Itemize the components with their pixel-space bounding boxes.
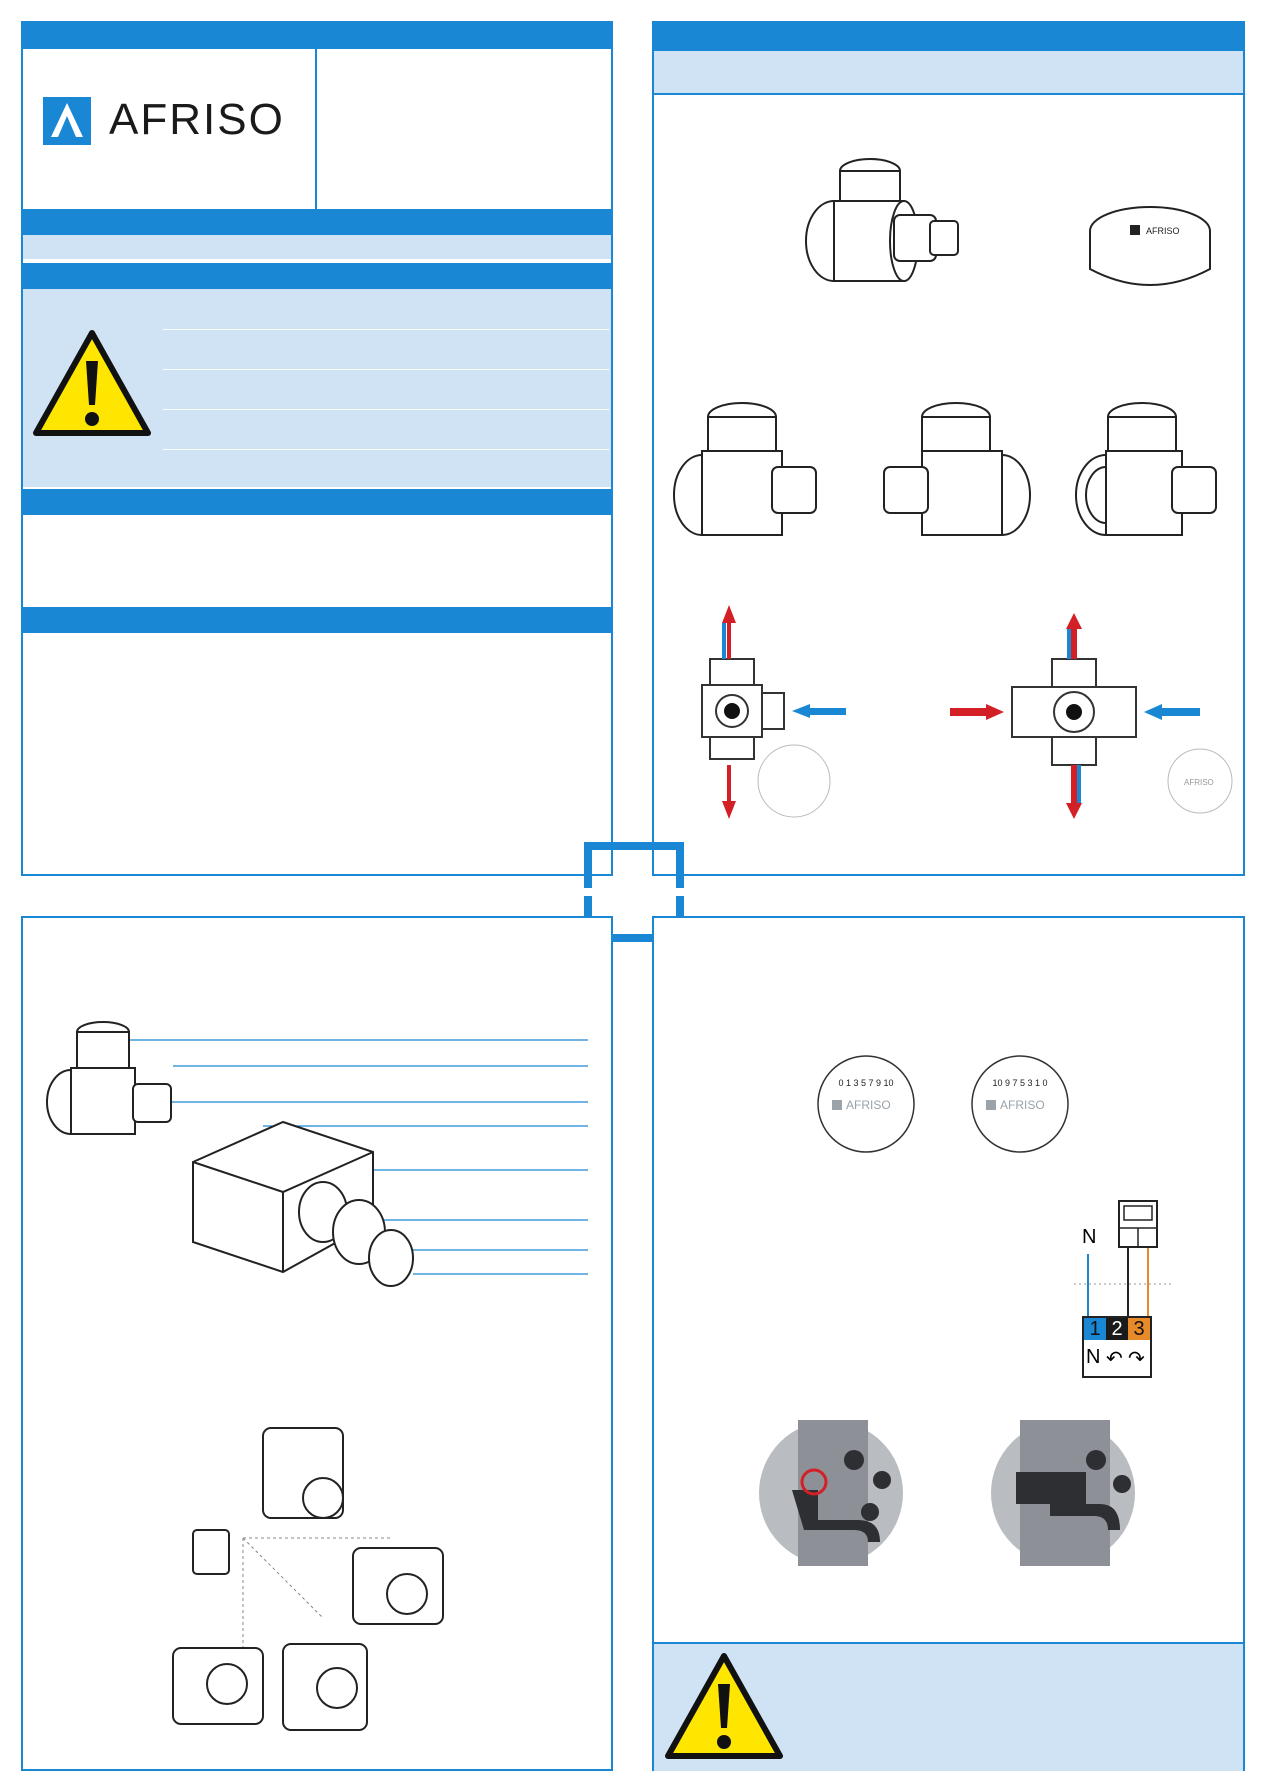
mini-dial-brand: AFRISO <box>1184 778 1214 787</box>
detail-photo-1 <box>759 1420 903 1566</box>
scale-dial-left-scale: 0 1 3 5 7 9 10 <box>838 1078 893 1088</box>
exploded-view <box>46 1021 588 1287</box>
warning-block <box>23 289 611 487</box>
subheader-light <box>654 51 1243 95</box>
header-bar <box>654 23 1243 51</box>
detail-photo-2 <box>991 1420 1135 1566</box>
terminal-3: 3 <box>1128 1318 1150 1340</box>
warning-rule-3 <box>163 409 609 410</box>
panel-bottom-right: 0 1 3 5 7 9 10 AFRISO 10 9 7 5 3 1 0 AFR… <box>652 916 1245 1771</box>
section-light-1 <box>23 235 611 259</box>
panel-top-left: AFRISO <box>21 21 613 876</box>
section-bar-3 <box>23 489 611 515</box>
warning-triangle-icon <box>33 330 151 436</box>
afriso-logo-icon <box>43 97 91 145</box>
svg-text:AFRISO: AFRISO <box>1146 226 1180 236</box>
arrow-blue-icon <box>792 704 846 718</box>
flow-diagram-3way <box>701 605 846 819</box>
center-marker <box>584 842 684 942</box>
brand-name: AFRISO <box>109 95 285 144</box>
header-bar <box>23 23 611 49</box>
controller-icon <box>1118 1200 1158 1248</box>
terminal-n-label: N <box>1086 1346 1101 1368</box>
warning-rule-1 <box>163 329 609 330</box>
scale-dial-right-scale: 10 9 7 5 3 1 0 <box>992 1078 1047 1088</box>
valve-illustration: AFRISO <box>805 158 1211 286</box>
warning-rule-4 <box>163 449 609 450</box>
terminal-1: 1 <box>1084 1318 1106 1340</box>
valve-variant-2 <box>883 402 1031 536</box>
terminal-ccw-label: ↶ <box>1106 1348 1123 1370</box>
actuator-orientations <box>172 1427 444 1731</box>
scale-dial-left-brand: AFRISO <box>846 1098 891 1112</box>
valve-variant-1 <box>673 402 817 536</box>
wiring-diagram: N 1 2 3 N ↶ ↷ <box>1074 1200 1194 1380</box>
warning-rule-2 <box>163 369 609 370</box>
wires <box>1074 1248 1174 1316</box>
terminal-2: 2 <box>1106 1318 1128 1340</box>
section-bar-4 <box>23 607 611 633</box>
bottom-warning <box>654 1642 1243 1771</box>
flow-diagram-4way: AFRISO <box>950 613 1233 819</box>
section-bar-2 <box>23 263 611 289</box>
panel-top-right: AFRISO <box>652 21 1245 876</box>
warning-triangle-icon <box>665 1653 783 1759</box>
valve-variant-3 <box>1075 402 1217 536</box>
scale-dial-right: 10 9 7 5 3 1 0 AFRISO <box>971 1055 1069 1153</box>
terminal-cw-label: ↷ <box>1128 1348 1145 1370</box>
terminal-block: 1 2 3 N ↶ ↷ <box>1082 1316 1152 1378</box>
arrow-red-icon <box>722 605 736 659</box>
scale-dial-right-brand: AFRISO <box>1000 1098 1045 1112</box>
logo-cell: AFRISO <box>23 49 317 209</box>
panel-bottom-left <box>21 916 613 1771</box>
section-bar-1 <box>23 209 611 235</box>
neutral-label: N <box>1082 1226 1097 1248</box>
scale-dial-left: 0 1 3 5 7 9 10 AFRISO <box>817 1055 915 1153</box>
